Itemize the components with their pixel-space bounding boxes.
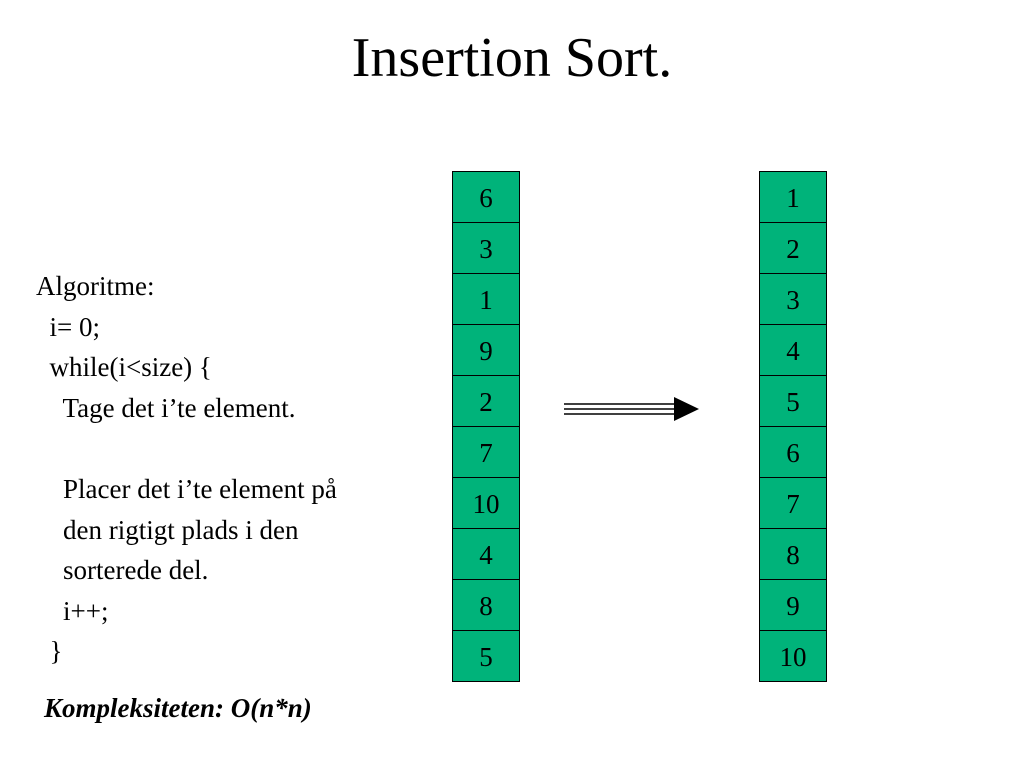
array-cell: 2 (452, 375, 520, 426)
sorted-array: 1 2 3 4 5 6 7 8 9 10 (759, 171, 827, 682)
algorithm-line: } (36, 636, 63, 667)
array-cell: 6 (759, 426, 827, 477)
array-cell: 8 (452, 579, 520, 630)
algorithm-text: Algoritme: i= 0; while(i<size) { Tage de… (36, 266, 337, 672)
array-cell: 9 (759, 579, 827, 630)
array-cell: 10 (759, 630, 827, 682)
array-cell: 7 (452, 426, 520, 477)
array-cell: 10 (452, 477, 520, 528)
algorithm-line: i= 0; (36, 311, 100, 342)
algorithm-line: while(i<size) { (36, 352, 212, 383)
array-cell: 4 (759, 324, 827, 375)
algorithm-line (36, 428, 337, 469)
array-cell: 1 (452, 273, 520, 324)
array-cell: 1 (759, 171, 827, 222)
algorithm-line: den rigtigt plads i den (36, 514, 299, 545)
algorithm-line: Algoritme: (36, 271, 155, 301)
right-arrow-icon (564, 397, 699, 421)
array-cell: 9 (452, 324, 520, 375)
algorithm-line: i++; (36, 595, 109, 626)
slide-title: Insertion Sort. (351, 27, 673, 89)
array-cell: 6 (452, 171, 520, 222)
array-cell: 4 (452, 528, 520, 579)
complexity-label: Kompleksiteten: O(n*n) (44, 693, 312, 723)
unsorted-array: 6 3 1 9 2 7 10 4 8 5 (452, 171, 520, 682)
algorithm-line: Placer det i’te element på (36, 473, 337, 504)
algorithm-line: Tage det i’te element. (36, 392, 296, 423)
array-cell: 5 (759, 375, 827, 426)
array-cell: 5 (452, 630, 520, 682)
array-cell: 2 (759, 222, 827, 273)
array-cell: 3 (452, 222, 520, 273)
algorithm-line: sorterede del. (36, 555, 209, 586)
array-cell: 8 (759, 528, 827, 579)
array-cell: 3 (759, 273, 827, 324)
array-cell: 7 (759, 477, 827, 528)
